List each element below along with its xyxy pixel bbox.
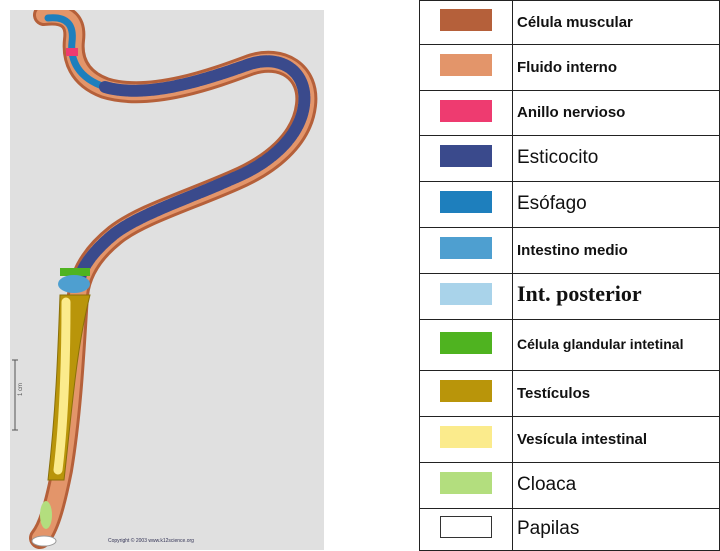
legend-row: Fluido interno (420, 45, 720, 91)
legend-row: Anillo nervioso (420, 91, 720, 136)
legend-row: Célula muscular (420, 1, 720, 45)
legend-swatch-cell (420, 1, 513, 45)
legend-swatch (440, 100, 492, 122)
gland-cell (60, 268, 90, 276)
legend-swatch (440, 380, 492, 402)
legend-label: Anillo nervioso (517, 104, 625, 121)
legend-row: Papilas (420, 509, 720, 551)
midgut (58, 275, 90, 293)
legend-label: Int. posterior (517, 281, 642, 306)
legend-swatch-cell (420, 274, 513, 320)
legend-label: Cloaca (517, 474, 576, 495)
legend-row: Esófago (420, 182, 720, 228)
legend-swatch (440, 145, 492, 167)
legend-swatch-cell (420, 91, 513, 136)
legend-label: Esticocito (517, 147, 598, 168)
nerve-ring (66, 48, 78, 56)
legend-label: Papilas (517, 518, 579, 539)
legend-swatch-cell (420, 320, 513, 371)
legend-label-cell: Papilas (513, 509, 720, 551)
legend-swatch-cell (420, 463, 513, 509)
legend-swatch-cell (420, 182, 513, 228)
copyright-caption: Copyright © 2003 www.k12science.org (108, 538, 194, 544)
legend-swatch (440, 9, 492, 31)
scale-label: 1 cm (18, 383, 24, 396)
legend-swatch (440, 191, 492, 213)
legend-label: Testículos (517, 385, 590, 402)
legend-swatch-cell (420, 417, 513, 463)
legend-swatch (440, 237, 492, 259)
legend-label: Célula muscular (517, 14, 633, 31)
legend-swatch (440, 472, 492, 494)
legend-swatch-cell (420, 45, 513, 91)
legend-label: Fluido interno (517, 59, 617, 76)
legend-swatch (440, 426, 492, 448)
legend-label: Célula glandular intetinal (517, 336, 683, 352)
legend-swatch (440, 332, 492, 354)
legend-row: Vesícula intestinal (420, 417, 720, 463)
legend-swatch (440, 283, 492, 305)
legend-swatch-cell (420, 136, 513, 182)
legend-label-cell: Testículos (513, 371, 720, 417)
worm-illustration: 1 cm Copyright © 2003 www.k12science.org (10, 10, 324, 550)
legend-row: Testículos (420, 371, 720, 417)
legend-label-cell: Vesícula intestinal (513, 417, 720, 463)
legend-row: Intestino medio (420, 228, 720, 274)
legend-swatch-cell (420, 228, 513, 274)
legend-label: Esófago (517, 193, 587, 214)
legend-label-cell: Int. posterior (513, 274, 720, 320)
legend-label: Vesícula intestinal (517, 431, 647, 448)
legend-label-cell: Anillo nervioso (513, 91, 720, 136)
legend-row: Célula glandular intetinal (420, 320, 720, 371)
legend-label-cell: Célula glandular intetinal (513, 320, 720, 371)
legend-row: Int. posterior (420, 274, 720, 320)
legend-label-cell: Célula muscular (513, 1, 720, 45)
legend-row: Cloaca (420, 463, 720, 509)
papillae (32, 536, 56, 546)
legend-label-cell: Esófago (513, 182, 720, 228)
legend-swatch (440, 54, 492, 76)
legend-label: Intestino medio (517, 242, 628, 259)
worm-drawing: 1 cm (10, 10, 324, 550)
legend-swatch-cell (420, 371, 513, 417)
legend-label-cell: Intestino medio (513, 228, 720, 274)
legend-swatch-cell (420, 509, 513, 551)
legend-label-cell: Fluido interno (513, 45, 720, 91)
legend-swatch (440, 516, 492, 538)
legend-row: Esticocito (420, 136, 720, 182)
legend-label-cell: Esticocito (513, 136, 720, 182)
legend-label-cell: Cloaca (513, 463, 720, 509)
cloaca (40, 501, 52, 529)
